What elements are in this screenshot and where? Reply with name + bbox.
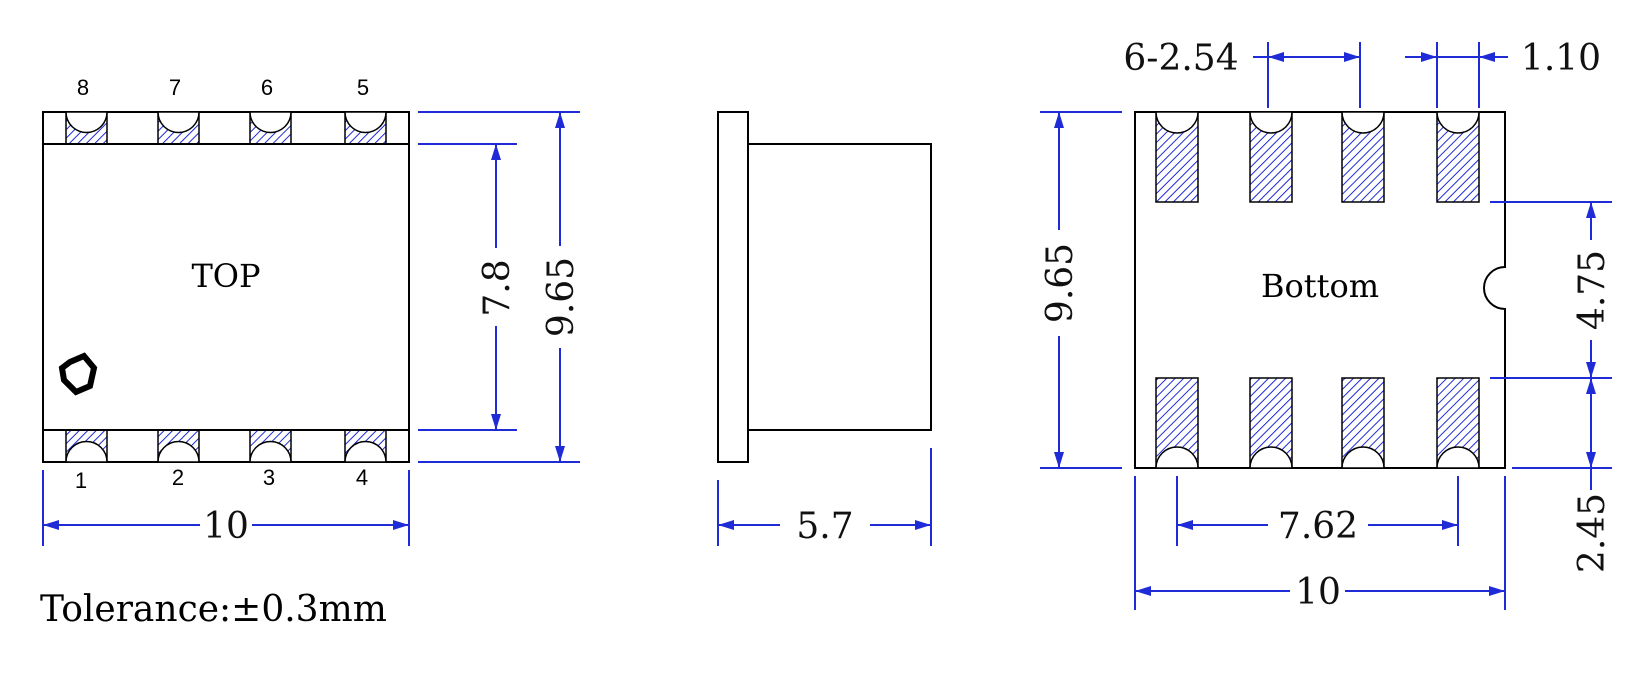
top-view-body xyxy=(42,143,410,431)
pin-label-2: 2 xyxy=(172,465,184,490)
pin-label-1: 1 xyxy=(75,468,87,493)
dim-top-total-height: 9.65 xyxy=(418,111,582,463)
dim-text-9-65-top: 9.65 xyxy=(541,257,582,337)
pin1-marker-icon xyxy=(58,352,98,396)
dim-text-2-45: 2.45 xyxy=(1572,493,1613,573)
top-view-label: TOP xyxy=(191,257,260,295)
dim-bottom-pad-length: 2.45 xyxy=(1512,378,1613,573)
dim-text-pad-width: 1.10 xyxy=(1521,38,1601,79)
dim-text-4-75: 4.75 xyxy=(1572,250,1613,330)
top-view-upper-pads xyxy=(65,111,387,145)
pin-label-8: 8 xyxy=(77,75,89,100)
pin-label-4: 4 xyxy=(356,465,368,490)
pin-label-3: 3 xyxy=(263,465,275,490)
dim-side-height: 5.7 xyxy=(717,448,932,547)
dim-bottom-pin-span: 7.62 xyxy=(1176,476,1459,547)
dim-top-width: 10 xyxy=(42,470,410,547)
bottom-view-label: Bottom xyxy=(1261,267,1379,305)
dim-bottom-pad-width: 1.10 xyxy=(1405,38,1601,108)
side-view-flange xyxy=(717,111,749,463)
top-view: TOP 8 7 6 5 1 2 3 4 7.8 9.65 xyxy=(42,75,582,547)
pin-label-6: 6 xyxy=(261,75,273,100)
bottom-view-lower-pads xyxy=(1155,377,1480,469)
dim-text-pitch: 6-2.54 xyxy=(1123,38,1238,79)
bottom-view: Bottom 6-2.54 1.10 xyxy=(1040,38,1613,613)
dim-top-body-height: 7.8 xyxy=(418,143,518,431)
dim-text-7-8: 7.8 xyxy=(477,259,518,316)
top-view-lower-pads xyxy=(65,429,387,463)
dim-text-5-7: 5.7 xyxy=(796,506,853,547)
side-view-body xyxy=(747,143,932,431)
dim-text-7-62: 7.62 xyxy=(1278,506,1358,547)
dim-text-10-top: 10 xyxy=(203,506,249,547)
dim-text-10-bottom: 10 xyxy=(1295,572,1341,613)
tolerance-note: Tolerance:±0.3mm xyxy=(40,589,387,630)
side-view: 5.7 xyxy=(717,111,932,547)
dim-bottom-pad-gap: 4.75 xyxy=(1490,201,1613,379)
dim-bottom-height: 9.65 xyxy=(1040,111,1122,469)
dim-bottom-pitch: 6-2.54 xyxy=(1123,38,1361,108)
dim-bottom-width: 10 xyxy=(1134,476,1506,613)
pin-label-7: 7 xyxy=(169,75,181,100)
bottom-view-outline xyxy=(1134,111,1506,469)
bottom-view-upper-pads xyxy=(1155,111,1480,203)
dim-text-9-65-bottom: 9.65 xyxy=(1040,243,1081,323)
pin-label-5: 5 xyxy=(357,75,369,100)
